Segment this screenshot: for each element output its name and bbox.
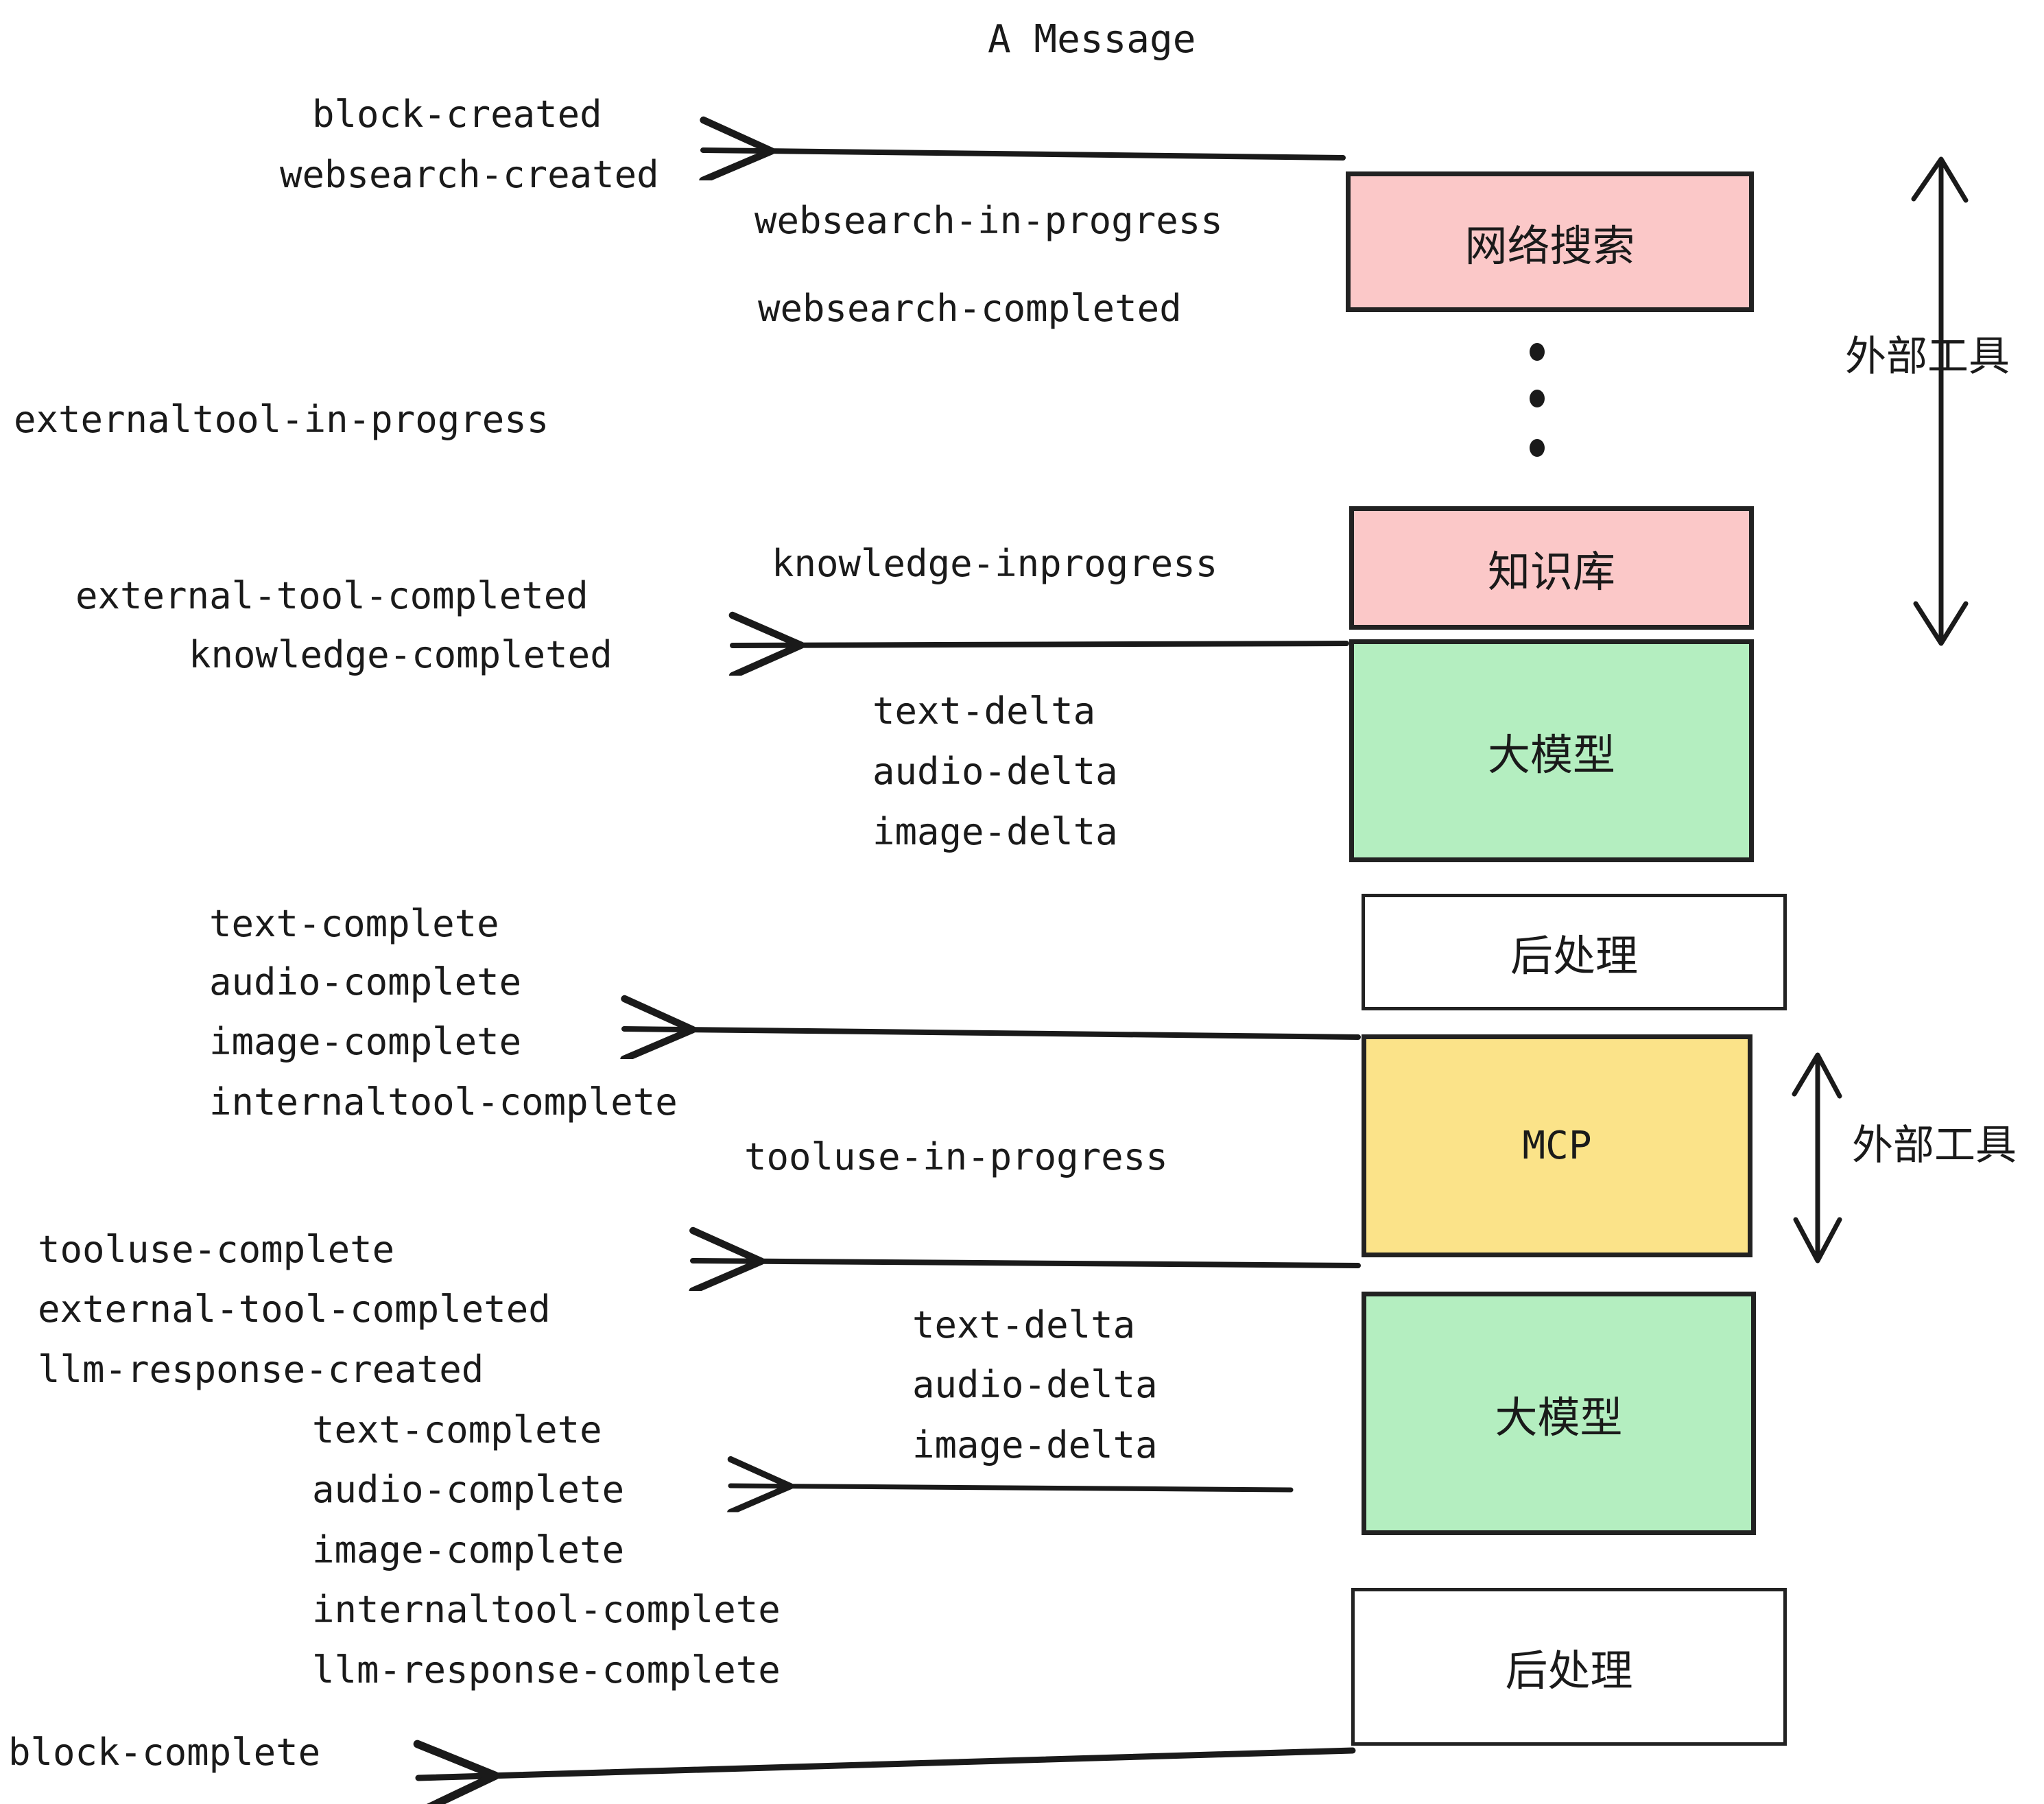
node-postprocess-1-label: 后处理 (1510, 931, 1638, 981)
event-label-audio-complete-2: audio-complete (312, 1468, 625, 1511)
event-label-llm-response-complete: llm-response-complete (312, 1648, 781, 1692)
event-label-image-delta-1: image-delta (872, 810, 1118, 853)
arrow-llm1-to-knowledge-completed (733, 643, 1349, 645)
ellipsis-dot-3 (1530, 439, 1545, 457)
node-knowledge[interactable]: 知识库 (1349, 506, 1754, 630)
event-label-internaltool-complete-2: internaltool-complete (312, 1588, 781, 1631)
arrow-llm2-to-audio-complete (730, 1486, 1294, 1490)
event-label-websearch-in-progress: websearch-in-progress (754, 199, 1223, 242)
node-llm-1[interactable]: 大模型 (1349, 639, 1754, 862)
annotation-external-tool-bottom: 外部工具 (1852, 1121, 2017, 1170)
annotation-external-tool-top: 外部工具 (1845, 333, 2010, 381)
event-label-knowledge-inprogress: knowledge-inprogress (772, 542, 1218, 585)
event-label-audio-delta-1: audio-delta (872, 750, 1118, 793)
node-llm-2-label: 大模型 (1495, 1392, 1623, 1443)
event-label-external-tool-completed-2: external-tool-completed (38, 1287, 551, 1331)
bracket-external-tool-top (1911, 156, 1969, 646)
node-websearch[interactable]: 网络搜索 (1346, 171, 1754, 312)
arrow-postprocess2-to-block-complete (418, 1750, 1356, 1778)
event-label-audio-delta-2: audio-delta (912, 1363, 1158, 1406)
arrow-websearch-to-block-created (703, 150, 1346, 158)
event-label-external-tool-completed-1: external-tool-completed (75, 574, 589, 617)
node-postprocess-2-label: 后处理 (1505, 1646, 1633, 1696)
node-llm-2[interactable]: 大模型 (1362, 1292, 1756, 1535)
event-label-image-delta-2: image-delta (912, 1423, 1158, 1467)
event-label-text-complete-2: text-complete (312, 1408, 602, 1451)
event-label-websearch-completed: websearch-completed (758, 287, 1182, 330)
event-label-image-complete-1: image-complete (209, 1020, 522, 1063)
event-label-tooluse-in-progress: tooluse-in-progress (744, 1135, 1168, 1178)
event-label-internaltool-complete-1: internaltool-complete (209, 1080, 678, 1124)
ellipsis-dot-2 (1530, 390, 1545, 407)
event-label-image-complete-2: image-complete (312, 1528, 625, 1571)
node-websearch-label: 网络搜索 (1464, 220, 1635, 271)
arrow-postprocess1-to-image-complete (624, 1029, 1361, 1037)
ellipsis-dot-1 (1530, 343, 1545, 361)
node-postprocess-2[interactable]: 后处理 (1351, 1588, 1787, 1746)
node-llm-1-label: 大模型 (1487, 729, 1615, 780)
bracket-external-tool-bottom (1792, 1052, 1842, 1263)
event-label-llm-response-created: llm-response-created (38, 1348, 484, 1391)
node-mcp[interactable]: MCP (1362, 1034, 1752, 1257)
event-label-text-delta-2: text-delta (912, 1303, 1136, 1346)
event-label-knowledge-completed: knowledge-completed (189, 633, 613, 676)
page-title: A Message (988, 17, 1196, 62)
node-postprocess-1[interactable]: 后处理 (1362, 894, 1787, 1010)
event-label-audio-complete-1: audio-complete (209, 960, 522, 1004)
event-label-text-delta-1: text-delta (872, 689, 1096, 733)
event-label-websearch-created: websearch-created (280, 153, 659, 196)
event-label-tooluse-complete: tooluse-complete (38, 1228, 395, 1271)
event-label-externaltool-in-progress: externaltool-in-progress (14, 398, 549, 441)
event-label-block-created: block-created (312, 93, 602, 136)
event-label-block-complete: block-complete (8, 1731, 321, 1774)
arrow-mcp-to-tooluse-complete (693, 1261, 1361, 1266)
event-label-text-complete-1: text-complete (209, 902, 499, 945)
node-mcp-label: MCP (1522, 1124, 1592, 1168)
node-knowledge-label: 知识库 (1487, 547, 1615, 597)
